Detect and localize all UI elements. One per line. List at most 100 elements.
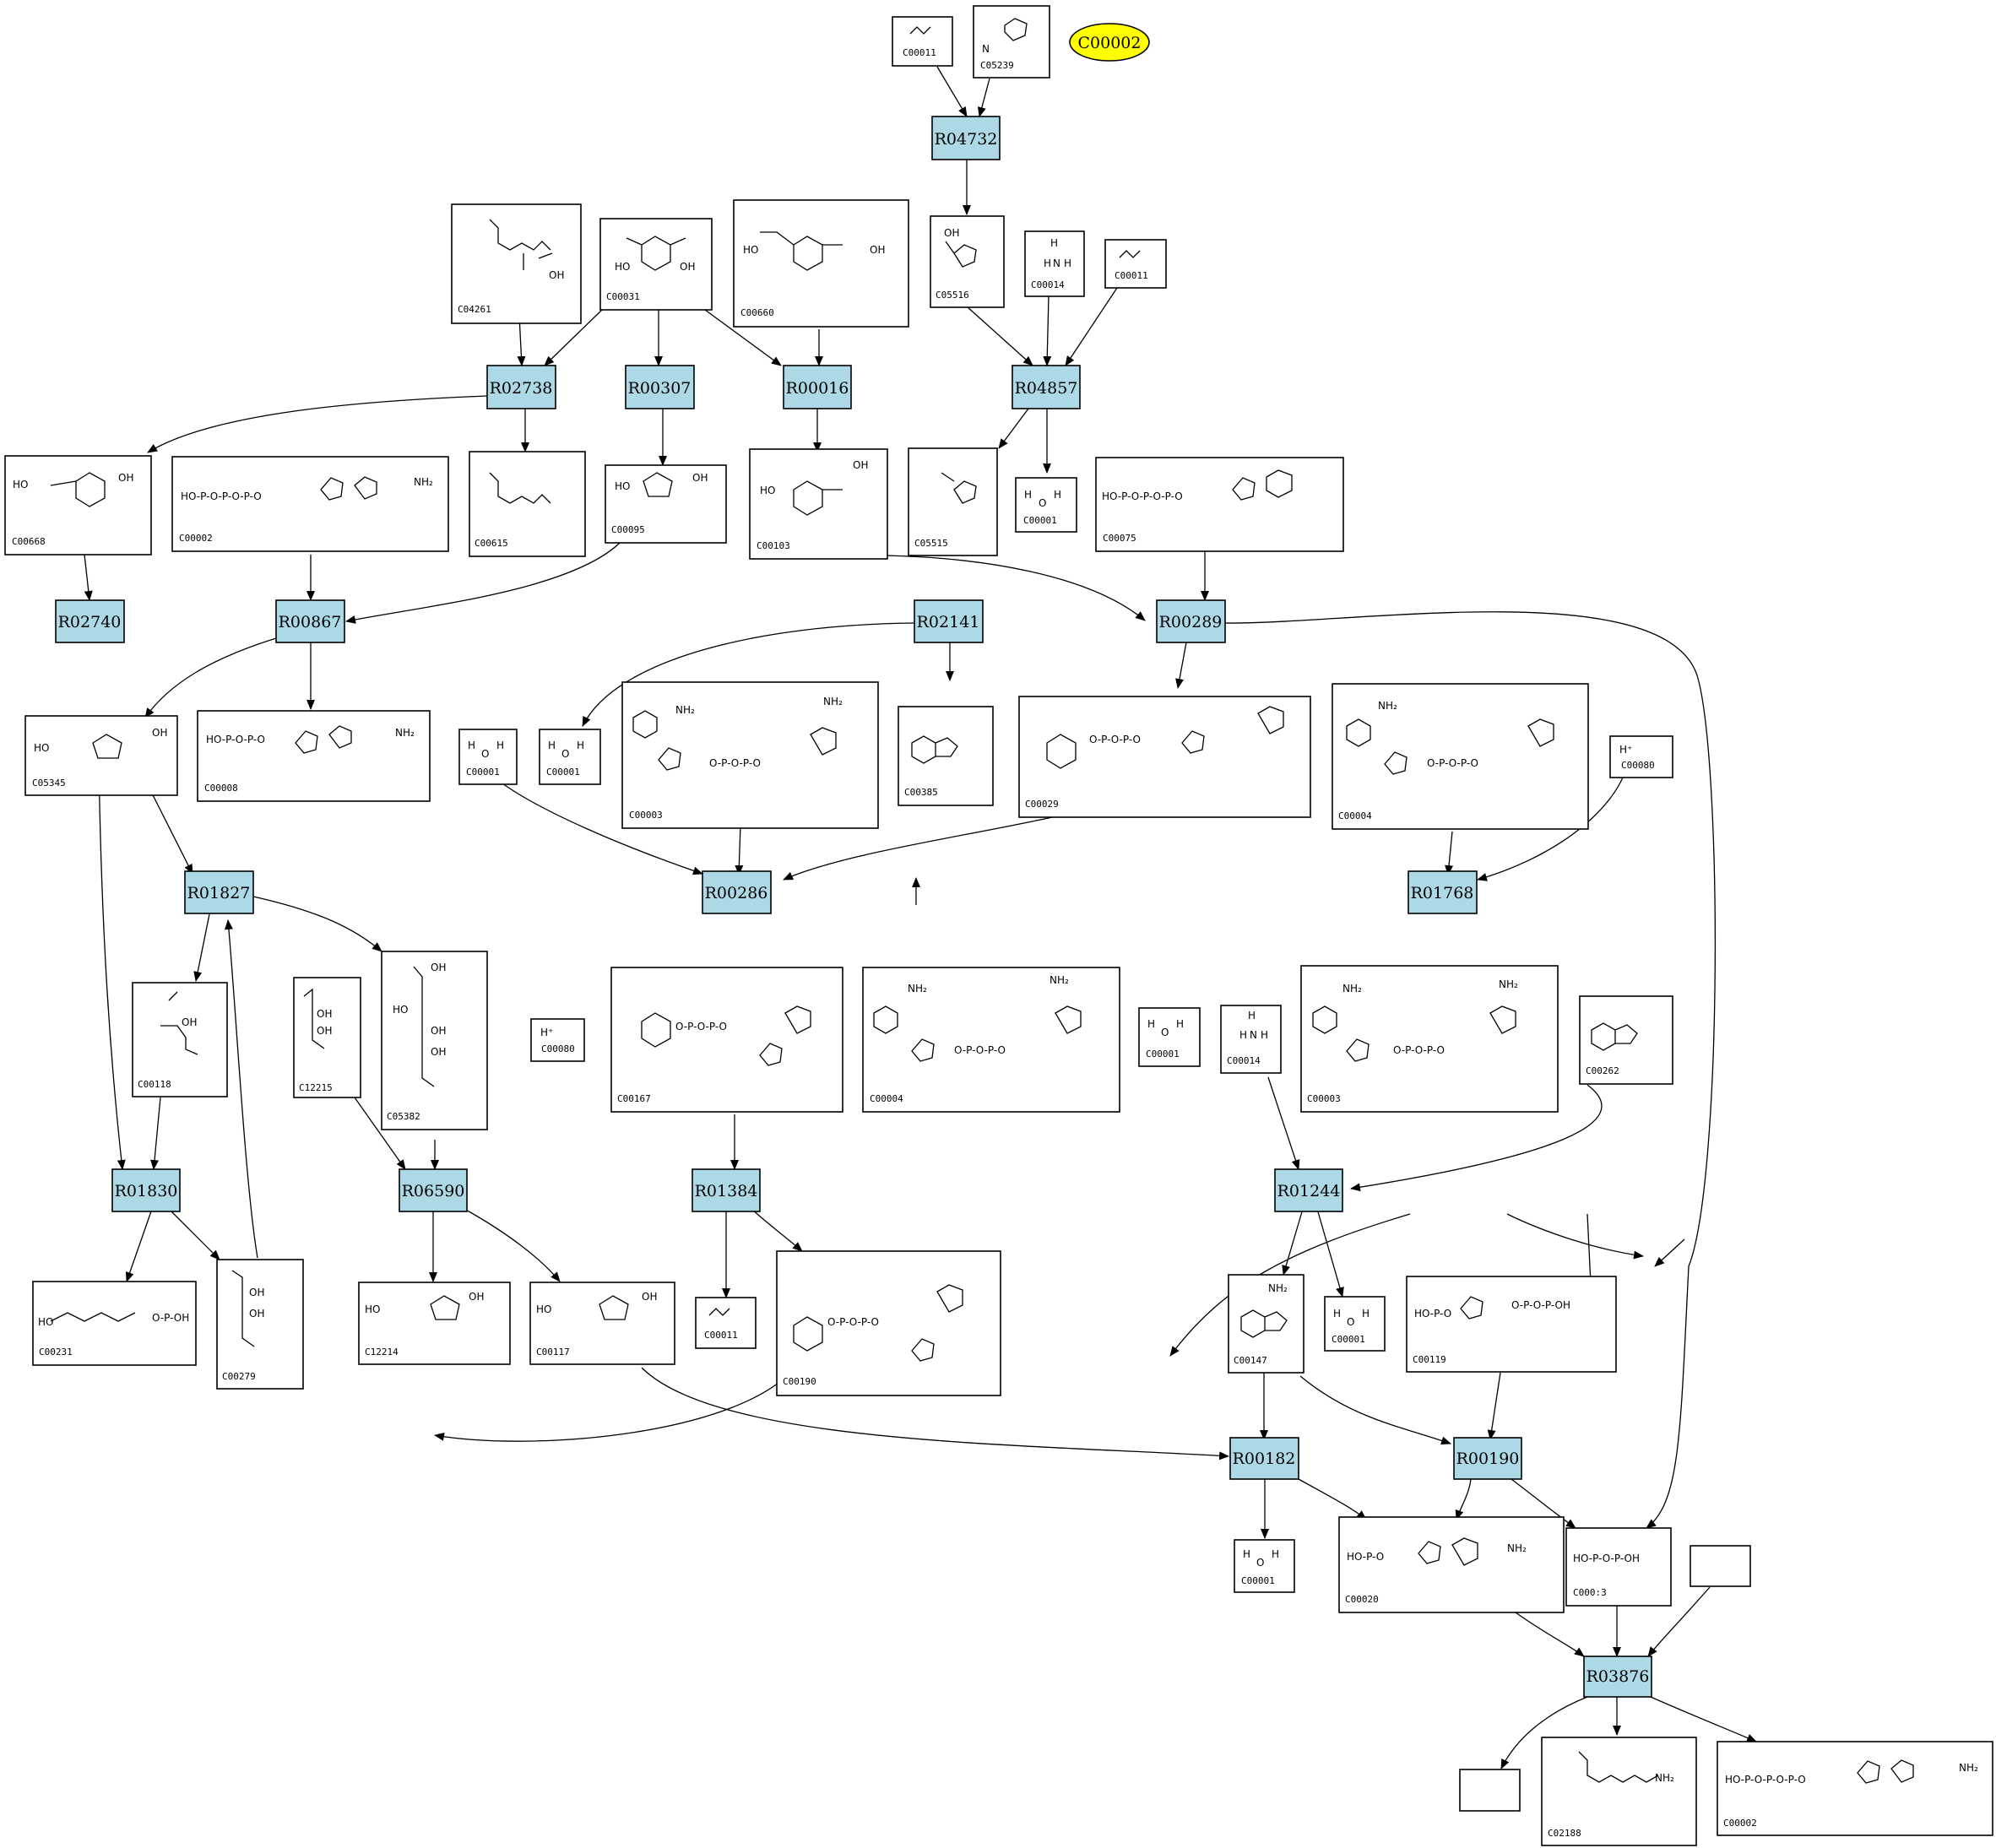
compound-id: C00001 <box>1146 1049 1180 1059</box>
svg-text:H: H <box>1147 1018 1155 1030</box>
svg-text:R02740: R02740 <box>58 613 122 631</box>
reaction-node[interactable]: R00190 <box>1453 1437 1522 1480</box>
compound-node[interactable]: HO OH C00660 <box>733 199 909 328</box>
compound-node[interactable]: HO OH C00103 <box>749 448 888 560</box>
compounds: C00011 N C05239 C00002 OH C04261 HO OH C… <box>4 5 1993 1846</box>
compound-node[interactable]: HO-P-O-P-O-P-O C00075 <box>1095 457 1344 552</box>
compound-node[interactable]: O-P-O-P-O NH₂ NH₂ C00004 <box>862 967 1120 1113</box>
compound-node[interactable]: OH OH C12215 <box>293 977 361 1098</box>
reaction-node[interactable]: R01830 <box>111 1168 181 1212</box>
compound-node[interactable]: C00011 <box>1104 239 1167 289</box>
svg-text:O: O <box>1347 1316 1354 1328</box>
compound-node[interactable]: C00011 <box>892 16 953 67</box>
compound-node[interactable]: HO O-P-OH C00231 <box>32 1281 197 1366</box>
svg-text:NH₂: NH₂ <box>414 476 433 488</box>
reaction-node[interactable]: R01384 <box>692 1168 761 1212</box>
svg-text:R00289: R00289 <box>1159 613 1223 631</box>
compound-node[interactable]: C00262 <box>1579 995 1673 1085</box>
reaction-node[interactable]: R00307 <box>625 365 695 409</box>
compound-node[interactable]: O-P-O-P-O C00029 <box>1018 696 1311 818</box>
compound-node[interactable]: O-P-O-P-O NH₂ NH₂ C00003 <box>1300 965 1559 1113</box>
svg-text:H: H <box>468 740 475 751</box>
compound-node[interactable]: HO OH C00095 <box>605 464 727 544</box>
compound-node[interactable]: C00011 <box>695 1297 757 1349</box>
compound-node[interactable]: HO OH C00031 <box>599 218 713 311</box>
compound-node[interactable]: HO OH C00668 <box>4 455 152 555</box>
reaction-node[interactable]: R00286 <box>702 870 772 914</box>
reaction-node[interactable]: R00016 <box>783 365 852 409</box>
svg-text:R00190: R00190 <box>1456 1450 1520 1468</box>
svg-text:O-P-O-P-O: O-P-O-P-O <box>1393 1044 1445 1056</box>
compound-node[interactable]: NH₂ C02188 <box>1541 1737 1697 1846</box>
svg-text:O-P-OH: O-P-OH <box>152 1312 189 1324</box>
compound-node[interactable]: O-P-O-P-O C00167 <box>610 967 843 1113</box>
compound-node[interactable]: HO-P-O-P-OH C000:3 <box>1565 1527 1672 1607</box>
compound-node[interactable]: OH OH C00279 <box>216 1259 304 1390</box>
compound-node[interactable]: C00385 <box>898 706 994 806</box>
reaction-node[interactable]: R01827 <box>184 870 254 914</box>
svg-text:H: H <box>1272 1548 1279 1560</box>
svg-text:R00286: R00286 <box>705 884 768 902</box>
reaction-node[interactable]: R03876 <box>1583 1656 1652 1698</box>
compound-node[interactable]: HO-P-O NH₂ C00020 <box>1338 1516 1565 1613</box>
compound-node[interactable]: HO-P-O-P-O-P-O NH₂ C00002 <box>1717 1741 1993 1836</box>
reaction-node[interactable]: R02738 <box>486 365 556 409</box>
reaction-node[interactable]: R01244 <box>1274 1168 1343 1212</box>
reaction-node[interactable]: R00289 <box>1156 599 1226 643</box>
reaction-node[interactable]: R06590 <box>399 1168 468 1212</box>
compound-node[interactable]: H O H C00001 <box>1234 1539 1295 1593</box>
reaction-node[interactable]: R01768 <box>1408 870 1478 914</box>
compound-node[interactable]: H O H C00001 <box>1138 1007 1201 1067</box>
compound-node[interactable]: H O H C00001 <box>539 729 601 785</box>
compound-id: C00080 <box>1621 760 1655 771</box>
svg-text:H: H <box>1024 489 1032 501</box>
compound-node[interactable]: HO OH C00117 <box>529 1282 675 1365</box>
svg-text:HO-P-O: HO-P-O <box>1347 1551 1384 1563</box>
reaction-node[interactable]: R04857 <box>1012 365 1081 409</box>
compound-node[interactable]: OH C05516 <box>930 215 1005 308</box>
compound-node[interactable]: NH₂ C00147 <box>1228 1274 1304 1374</box>
compound-node[interactable]: H O H C00001 <box>1015 477 1077 533</box>
compound-id: C00020 <box>1345 1594 1379 1605</box>
compound-node[interactable]: OH C00118 <box>132 982 228 1097</box>
compound-node[interactable]: HO-P-O O-P-O-P-OH C00119 <box>1406 1276 1617 1373</box>
reaction-node[interactable]: R02740 <box>55 599 125 643</box>
compound-node[interactable]: HO-P-O-P-O NH₂ C00008 <box>197 710 431 802</box>
svg-text:HO: HO <box>393 1004 408 1016</box>
svg-text:OH: OH <box>249 1308 264 1320</box>
compound-node[interactable]: H O H C00001 <box>1324 1296 1386 1352</box>
highlight-compound[interactable]: C00002 <box>1069 23 1150 62</box>
compound-node[interactable]: N C05239 <box>973 5 1050 79</box>
compound-node[interactable]: HO OH C12214 <box>358 1282 511 1365</box>
compound-node[interactable]: H H N H C00014 <box>1024 230 1085 297</box>
compound-node[interactable]: H⁺ C00080 <box>1609 735 1673 778</box>
compound-id: C00075 <box>1103 533 1136 544</box>
compound-node[interactable]: O-P-O-P-O NH₂ C00004 <box>1332 683 1589 830</box>
compound-id: C00004 <box>870 1093 903 1104</box>
compound-node[interactable]: O-P-O-P-O NH₂ NH₂ C00003 <box>621 681 879 829</box>
reaction-node[interactable]: R00867 <box>275 599 345 643</box>
compound-node[interactable]: O-P-O-P-O C00190 <box>776 1250 1001 1396</box>
compound-id: C02188 <box>1548 1828 1581 1839</box>
compound-node[interactable] <box>1690 1545 1751 1587</box>
compound-node[interactable]: C05515 <box>908 447 998 556</box>
svg-text:R01768: R01768 <box>1411 884 1474 902</box>
compound-id: C04261 <box>458 304 491 315</box>
compound-node[interactable]: C00615 <box>469 451 586 557</box>
compound-node[interactable]: HO-P-O-P-O-P-O NH₂ C00002 <box>171 456 449 552</box>
compound-node[interactable] <box>1459 1769 1521 1812</box>
compound-node[interactable]: H H N H C00014 <box>1220 1005 1282 1074</box>
compound-node[interactable]: OH HO OH OH C05382 <box>381 951 488 1130</box>
svg-text:N: N <box>1250 1029 1257 1041</box>
compound-id: C00031 <box>606 291 640 302</box>
svg-text:OH: OH <box>680 261 695 273</box>
reaction-node[interactable]: R02141 <box>914 599 984 643</box>
compound-node[interactable]: OH C04261 <box>451 203 582 324</box>
compound-node[interactable]: H O H C00001 <box>458 729 518 785</box>
reaction-node[interactable]: R00182 <box>1229 1437 1299 1480</box>
compound-id: C00262 <box>1586 1065 1619 1076</box>
compound-node[interactable]: HO OH C05345 <box>24 715 178 796</box>
reaction-node[interactable]: R04732 <box>931 116 1001 160</box>
compound-id: C00660 <box>740 307 774 318</box>
compound-node[interactable]: H⁺ C00080 <box>530 1018 585 1062</box>
